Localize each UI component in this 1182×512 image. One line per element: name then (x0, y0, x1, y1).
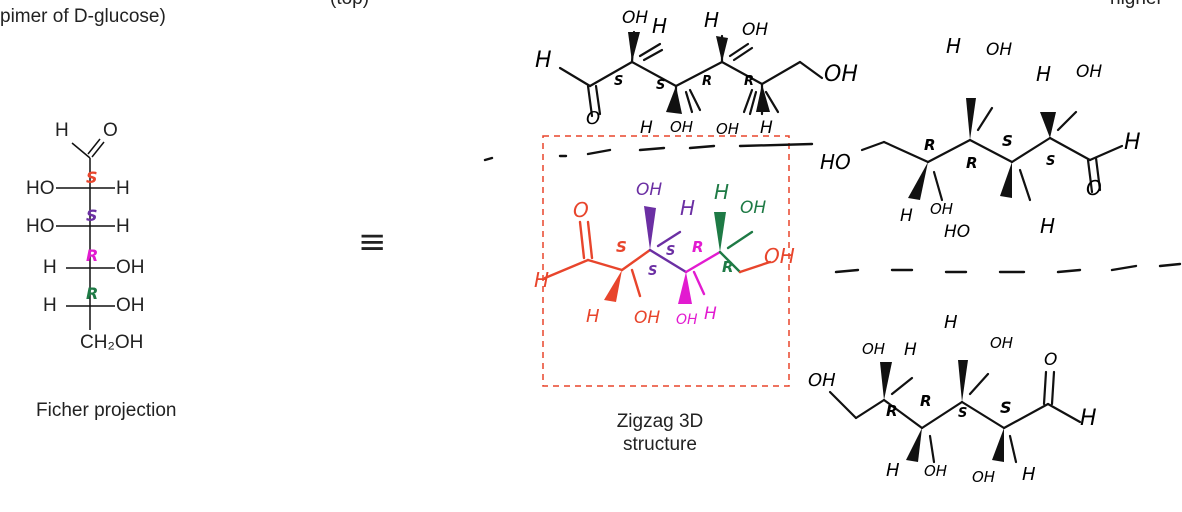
zr-oh-top2: OH (1076, 62, 1103, 82)
zc-c5: R (722, 258, 734, 276)
zt-h4: H (760, 118, 773, 138)
zr-h-right: H (1124, 130, 1141, 155)
zigzag-right (860, 106, 1124, 202)
zb-h-t2: H (944, 312, 958, 333)
zc-c2: S (616, 238, 627, 256)
zt-c2: S (614, 74, 624, 89)
fischer-h-top: H (55, 120, 69, 141)
zc-h-left: H (534, 268, 550, 292)
fischer-config-c2: S (86, 168, 98, 187)
caption-line2: structure (623, 434, 697, 455)
zigzag-center (543, 220, 772, 298)
zt-o: O (586, 108, 601, 129)
fischer-oh4: OH (116, 295, 145, 316)
zb-c4: S (1000, 398, 1012, 417)
fischer-ho1: HO (26, 178, 55, 199)
zr-c1: R (924, 136, 936, 154)
zt-h-left: H (535, 48, 552, 73)
zb-oh-b2: OH (972, 468, 996, 486)
zr-oh-b1: OH (930, 200, 954, 218)
zb-oh-left: OH (808, 370, 836, 391)
zr-ho-left: HO (820, 150, 851, 174)
fischer-caption: Ficher projection (36, 400, 177, 421)
zc-oh-bottom: OH (634, 308, 661, 328)
top-fragment: (top) (330, 0, 369, 10)
separators (483, 142, 1182, 274)
zc-c3: S (648, 264, 658, 279)
fischer-o-top: O (103, 120, 118, 141)
zr-o: O (1086, 176, 1102, 200)
zc-oh-right: OH (764, 244, 795, 268)
zigzag-top-wedges (628, 32, 770, 114)
zigzag-right-wedges (908, 98, 1056, 200)
zt-c5: R (744, 74, 755, 89)
zt-c4: R (702, 74, 713, 89)
zc-c4: R (692, 238, 704, 256)
fischer-h3: H (43, 257, 57, 278)
zr-h-b2: H (1040, 214, 1056, 238)
zt-oh3: OH (670, 118, 694, 136)
fischer-config-c5: R (86, 284, 99, 303)
fischer-h4: H (43, 295, 57, 316)
zr-ho-b2: HO (944, 222, 971, 242)
zb-h-b2: H (1022, 464, 1036, 485)
zt-h2: H (704, 8, 720, 32)
zt-h1: H (652, 14, 668, 38)
zr-c3: S (1002, 132, 1013, 150)
zigzag-bottom (828, 370, 1082, 464)
zr-c4: S (1046, 154, 1056, 169)
zt-h3: H (640, 118, 653, 138)
fischer-h1: H (116, 178, 130, 199)
zigzag-center-caption: Zigzag 3D structure (590, 410, 730, 456)
zt-oh2: OH (742, 20, 769, 40)
zb-h-t1: H (904, 340, 917, 360)
zt-oh1: OH (622, 8, 649, 28)
zb-oh-t1: OH (862, 340, 886, 358)
zb-oh-t2: OH (990, 334, 1014, 352)
zc-c2b: S (666, 244, 676, 259)
caption-line1: Zigzag 3D (616, 411, 704, 432)
fischer-oh3: OH (116, 257, 145, 278)
zr-h-b1: H (900, 206, 913, 226)
zc-h-bottom2: H (704, 304, 717, 324)
zr-c2: R (966, 154, 978, 172)
subtitle-fragment: pimer of D-glucose) (0, 6, 166, 27)
zr-h-top1: H (946, 34, 962, 58)
zb-c3: S (958, 406, 968, 421)
zigzag-box (542, 135, 790, 387)
zt-c3: S (656, 78, 666, 93)
equivalence-symbol: ≡ (358, 222, 387, 262)
zigzag-top (558, 30, 824, 118)
zt-oh4: OH (716, 120, 740, 138)
fischer-h2: H (116, 216, 130, 237)
zr-oh-top1: OH (986, 40, 1013, 60)
zb-h-b1: H (886, 460, 900, 481)
zc-h-bottom: H (586, 306, 600, 327)
zc-oh-top2: OH (740, 198, 767, 218)
zb-oh-b1: OH (924, 462, 948, 480)
zr-h-top2: H (1036, 62, 1052, 86)
zc-h-top: H (680, 196, 696, 220)
zc-h-top2: H (714, 180, 730, 204)
zb-c1: R (886, 402, 898, 420)
fischer-config-c3: S (86, 206, 98, 225)
fischer-ch2oh: CH₂OH (80, 332, 144, 353)
zb-h-right: H (1080, 406, 1097, 431)
fischer-ho2: HO (26, 216, 55, 237)
zigzag-center-wedges (604, 206, 726, 304)
zb-o: O (1044, 350, 1058, 370)
fischer-config-c4: R (86, 246, 99, 265)
top-right-fragment: higher (1110, 0, 1163, 10)
zc-oh-bottom2: OH (676, 312, 698, 328)
zigzag-bottom-wedges (880, 360, 1004, 462)
zb-c2: R (920, 392, 932, 410)
zt-oh-end: OH (824, 62, 858, 87)
zc-oh-top: OH (636, 180, 663, 200)
zc-o: O (573, 198, 589, 222)
